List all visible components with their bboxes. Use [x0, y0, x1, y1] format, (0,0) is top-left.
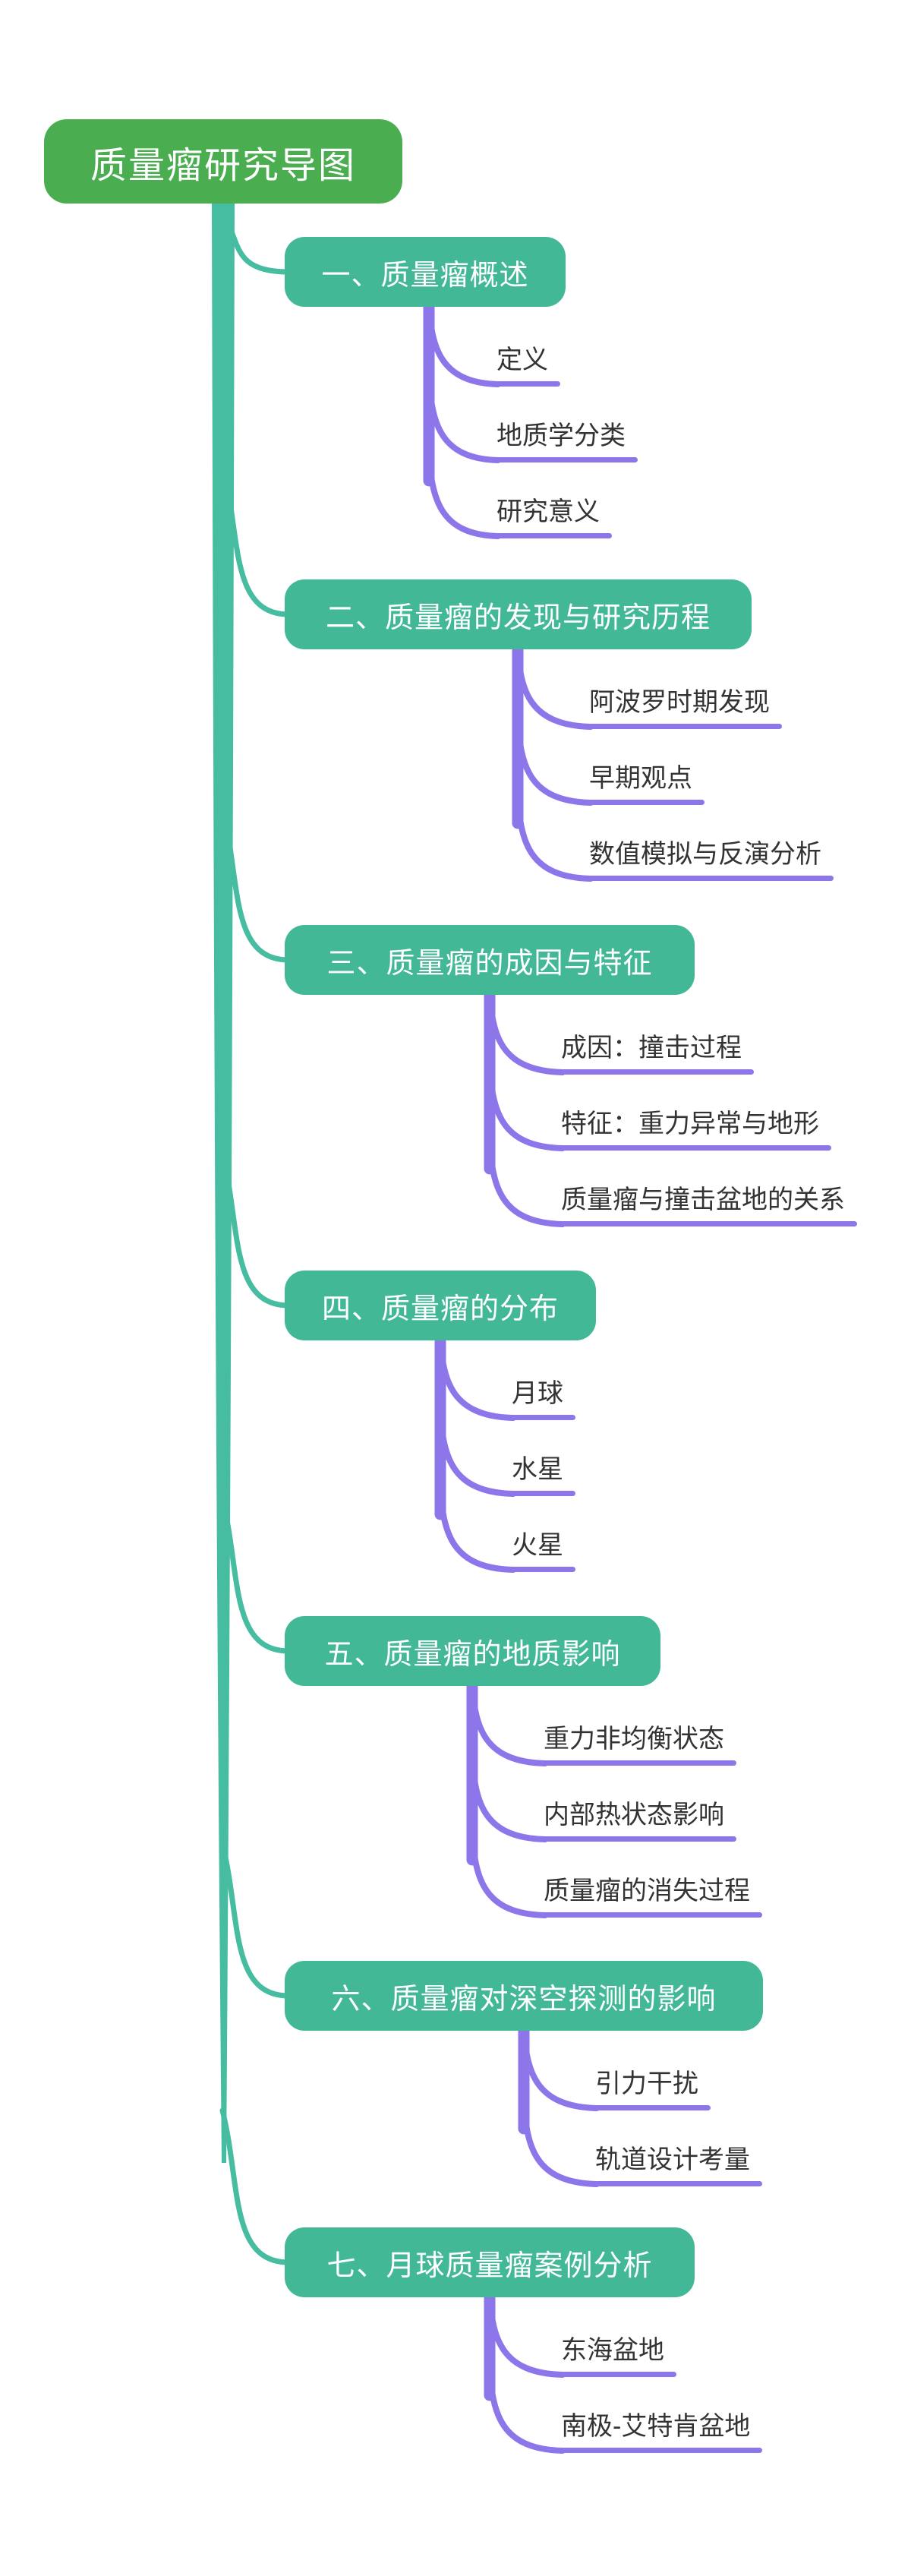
child-node-label: 定义: [496, 346, 548, 374]
child-connector-2-3: [515, 790, 594, 882]
branch-node-label: 六、质量瘤对深空探测的影响: [331, 1983, 717, 2016]
child-connector-1-3: [426, 447, 501, 539]
child-node-5-2[interactable]: 内部热状态影响: [544, 1798, 724, 1842]
branch-node-label: 四、质量瘤的分布: [321, 1293, 559, 1325]
branch-node-label: 三、质量瘤的成因与特征: [326, 947, 653, 980]
child-node-3-2[interactable]: 特征：重力异常与地形: [561, 1107, 819, 1151]
trunk-line: [212, 202, 235, 2163]
child-node-5-1[interactable]: 重力非均衡状态: [544, 1722, 724, 1766]
child-node-label: 东海盆地: [561, 2336, 664, 2365]
child-node-label: 火星: [512, 1531, 563, 1560]
child-node-label: 特征：重力异常与地形: [561, 1110, 819, 1138]
branch-node-7[interactable]: 七、月球质量瘤案例分析: [285, 2227, 695, 2297]
branch-connector-5: [219, 1496, 292, 1654]
child-node-label: 水星: [512, 1455, 563, 1484]
child-connector-6-2: [521, 2095, 600, 2187]
child-node-3-3[interactable]: 质量瘤与撞击盆地的关系: [561, 1183, 845, 1226]
child-node-4-3[interactable]: 火星: [512, 1529, 563, 1572]
branch-node-1[interactable]: 一、质量瘤概述: [285, 237, 566, 307]
child-connector-6-1: [521, 2023, 600, 2111]
child-connector-4-1: [437, 1333, 516, 1421]
child-node-4-1[interactable]: 月球: [512, 1377, 563, 1420]
child-node-label: 轨道设计考量: [595, 2145, 750, 2174]
child-node-label: 重力非均衡状态: [544, 1725, 724, 1754]
child-node-2-2[interactable]: 早期观点: [589, 762, 692, 805]
child-connector-1-1: [426, 299, 501, 387]
child-node-5-3[interactable]: 质量瘤的消失过程: [544, 1874, 750, 1918]
child-node-4-2[interactable]: 水星: [512, 1453, 563, 1496]
child-connector-3-3: [487, 1135, 566, 1227]
branch-node-label: 一、质量瘤概述: [321, 259, 529, 292]
child-connector-2-1: [515, 643, 594, 730]
branch-node-2[interactable]: 二、质量瘤的发现与研究历程: [285, 579, 752, 649]
child-connector-1-2: [426, 371, 501, 463]
child-node-label: 月球: [512, 1379, 563, 1408]
child-node-7-2[interactable]: 南极-艾特肯盆地: [561, 2410, 750, 2453]
child-node-label: 成因：撞击过程: [561, 1034, 742, 1062]
branch-node-label: 七、月球质量瘤案例分析: [326, 2249, 653, 2282]
child-node-2-1[interactable]: 阿波罗时期发现: [589, 686, 770, 729]
child-connector-7-1: [487, 2290, 566, 2378]
child-node-label: 质量瘤与撞击盆地的关系: [561, 1185, 845, 1214]
root-node[interactable]: 质量瘤研究导图: [44, 119, 402, 204]
child-node-label: 引力干扰: [595, 2069, 698, 2098]
branch-connector-2: [219, 459, 292, 617]
root-node-label: 质量瘤研究导图: [90, 145, 356, 186]
child-connector-4-3: [437, 1481, 516, 1573]
branch-connector-6: [219, 1841, 292, 1999]
branch-connector-7: [219, 2107, 292, 2265]
child-node-label: 地质学分类: [496, 421, 626, 450]
child-node-label: 内部热状态影响: [544, 1801, 724, 1829]
child-node-7-1[interactable]: 东海盆地: [561, 2334, 664, 2377]
branch-node-label: 五、质量瘤的地质影响: [324, 1638, 621, 1671]
child-node-1-1[interactable]: 定义: [496, 343, 548, 387]
child-connector-3-1: [487, 987, 566, 1075]
child-node-1-2[interactable]: 地质学分类: [496, 419, 626, 462]
child-node-label: 质量瘤的消失过程: [544, 1877, 750, 1905]
child-connector-2-2: [515, 714, 594, 806]
child-node-label: 南极-艾特肯盆地: [561, 2412, 751, 2441]
child-node-2-3[interactable]: 数值模拟与反演分析: [589, 838, 821, 881]
child-connector-7-2: [487, 2362, 566, 2454]
child-connector-5-1: [469, 1678, 548, 1766]
child-connector-5-2: [469, 1750, 548, 1842]
child-connector-3-2: [487, 1059, 566, 1151]
branch-connector-1: [219, 210, 292, 275]
child-node-3-1[interactable]: 成因：撞击过程: [561, 1031, 742, 1075]
branch-node-3[interactable]: 三、质量瘤的成因与特征: [285, 925, 695, 995]
child-node-6-1[interactable]: 引力干扰: [595, 2067, 698, 2110]
branch-node-6[interactable]: 六、质量瘤对深空探测的影响: [285, 1961, 763, 2031]
child-connector-5-3: [469, 1826, 548, 1918]
child-node-label: 早期观点: [589, 764, 692, 793]
child-node-label: 数值模拟与反演分析: [589, 840, 821, 869]
child-connector-4-2: [437, 1405, 516, 1497]
child-node-label: 阿波罗时期发现: [589, 688, 770, 717]
child-node-1-3[interactable]: 研究意义: [496, 495, 600, 538]
branch-node-4[interactable]: 四、质量瘤的分布: [285, 1271, 596, 1340]
branch-node-label: 二、质量瘤的发现与研究历程: [325, 601, 711, 634]
child-node-label: 研究意义: [496, 497, 600, 526]
branch-connector-3: [219, 805, 292, 963]
branch-connector-4: [219, 1151, 292, 1309]
child-node-6-2[interactable]: 轨道设计考量: [595, 2143, 750, 2186]
branch-node-5[interactable]: 五、质量瘤的地质影响: [285, 1616, 660, 1686]
